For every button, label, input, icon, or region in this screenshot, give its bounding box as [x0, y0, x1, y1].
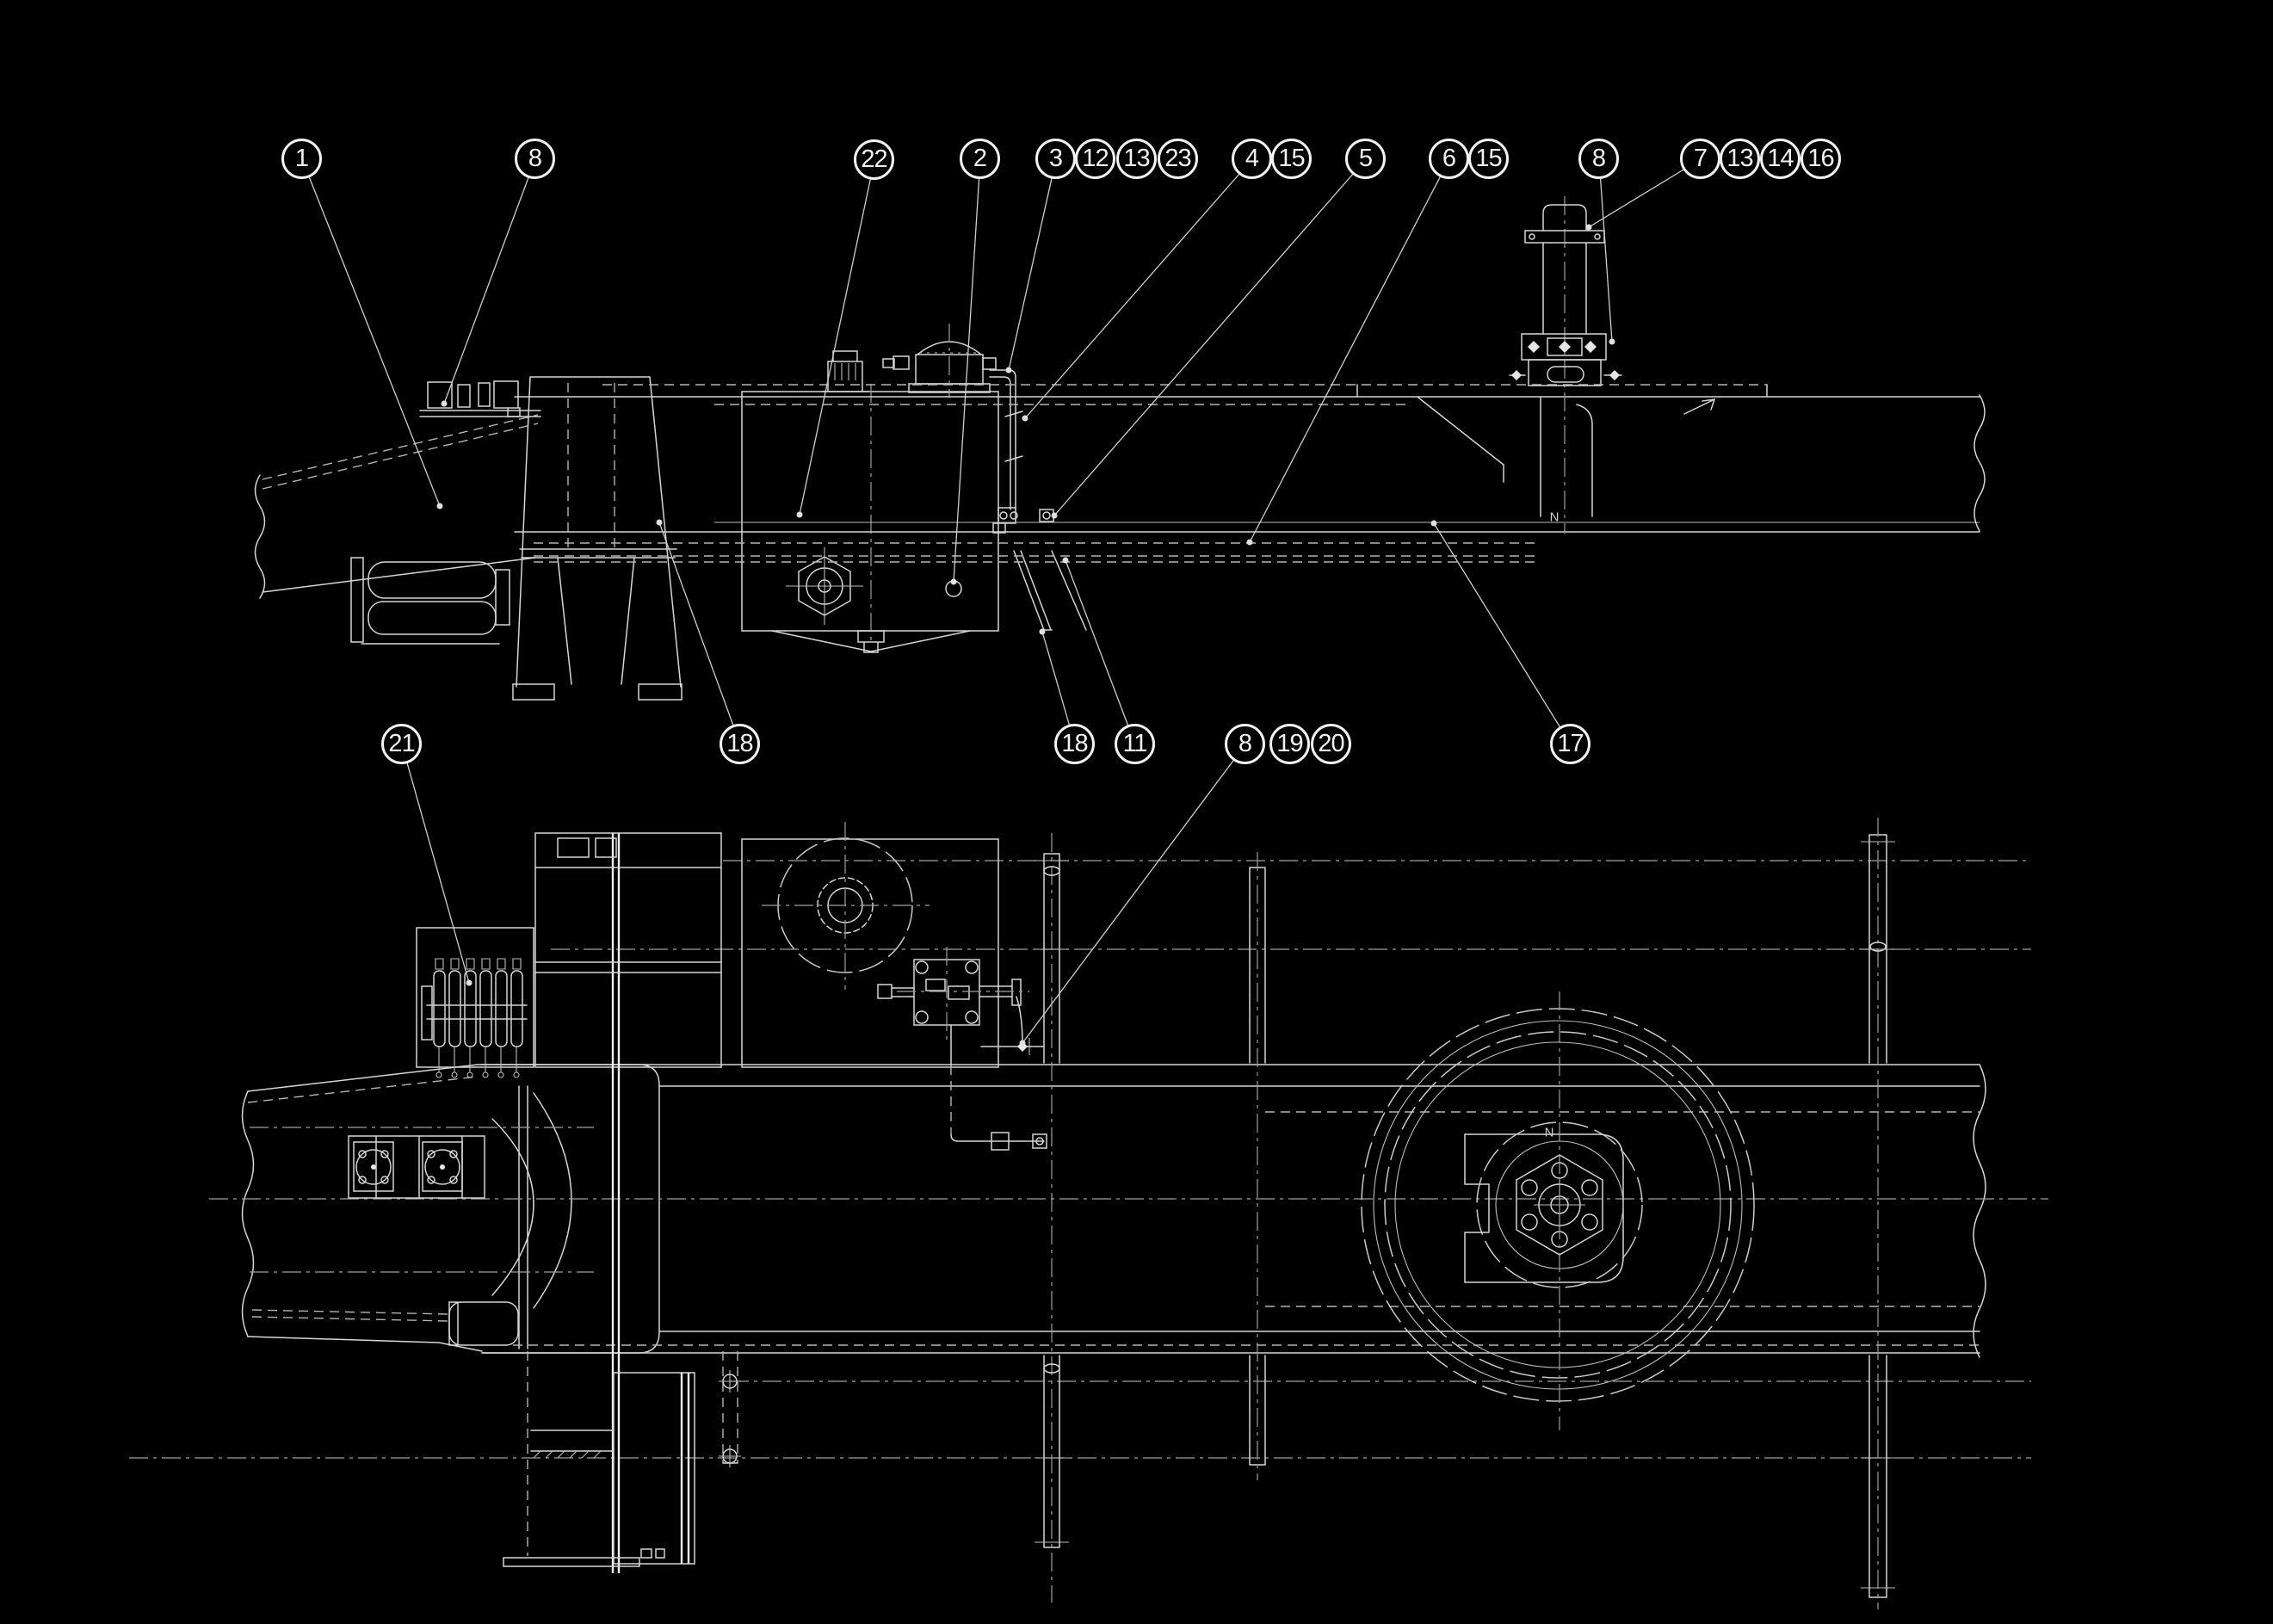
- web-stiffener: [1418, 397, 1504, 483]
- front-fittings: [427, 380, 521, 417]
- break-line-right-side: [1973, 394, 1986, 532]
- front-cylinder-assembly: [350, 557, 510, 645]
- frame-rails-side: [514, 384, 1986, 563]
- callout-4: 4: [1232, 139, 1272, 179]
- callout-20: 20: [1311, 724, 1351, 764]
- tank-breather: [821, 350, 870, 392]
- callout-8-front: 8: [515, 139, 555, 179]
- tank-drain: [771, 630, 971, 653]
- callout-13b: 13: [1720, 139, 1760, 179]
- gooseneck-jaw-plate: [448, 1064, 660, 1354]
- leader-18a: [658, 522, 741, 745]
- callout-7: 7: [1680, 139, 1720, 179]
- leader-5: [1053, 158, 1367, 516]
- callout-13a: 13: [1116, 139, 1157, 179]
- datum-label-n-plan: N: [1544, 1125, 1554, 1140]
- hydraulic-piping-plan: [950, 996, 1047, 1151]
- callout-21: 21: [381, 724, 422, 764]
- callout-22: 22: [854, 139, 894, 180]
- crossmember-stub-a: [1035, 833, 1069, 1602]
- leader-2: [953, 158, 981, 583]
- gooseneck-plan-edges: [247, 1064, 483, 1352]
- pump-unit-plan: [877, 947, 1029, 1040]
- callout-18b: 18: [1054, 724, 1095, 764]
- leader-22: [799, 159, 875, 516]
- gooseneck-hidden-edges: [262, 414, 539, 490]
- callout-1: 1: [281, 139, 322, 179]
- callout-8-rear: 8: [1578, 139, 1619, 179]
- callout-15a: 15: [1271, 139, 1312, 179]
- callout-5: 5: [1345, 139, 1386, 179]
- crossmember-stub-c: [1861, 818, 1895, 1609]
- callout-6: 6: [1429, 139, 1469, 179]
- rear-cylinder-assembly: [1509, 196, 1622, 534]
- break-line-left-plan: [241, 1090, 255, 1337]
- toolbox-plan-lower: [503, 1351, 741, 1567]
- leader-8-rear: [1598, 158, 1613, 343]
- callout-15b: 15: [1468, 139, 1509, 179]
- frame-rails-plan: [477, 1064, 1986, 1358]
- callout-2: 2: [960, 139, 1000, 179]
- leader-6: [1249, 158, 1450, 543]
- leader-21: [401, 744, 470, 984]
- hub-mounting-plate: [1464, 1133, 1624, 1283]
- side-view: [254, 196, 1986, 701]
- callout-17: 17: [1550, 724, 1590, 764]
- callout-8-plan: 8: [1225, 724, 1265, 764]
- leader-8-front: [443, 158, 536, 404]
- datum-label-n-side: N: [1549, 509, 1560, 525]
- hydraulic-tank-plan: [741, 822, 999, 1068]
- leader-8-plan: [1022, 744, 1246, 1044]
- rear-wheel-plan: [1361, 991, 1755, 1430]
- crossmember-stub-b: [1249, 852, 1266, 1480]
- leader-11: [1065, 559, 1136, 745]
- callout-18a: 18: [720, 724, 760, 764]
- hydraulic-tank-side: [741, 350, 999, 653]
- leader-4: [1024, 158, 1253, 419]
- callout-3: 3: [1035, 139, 1076, 179]
- leader-3: [1008, 158, 1057, 371]
- callout-14: 14: [1760, 139, 1800, 179]
- leader-1: [301, 158, 441, 507]
- callout-11: 11: [1115, 724, 1155, 764]
- gooseneck-outline: [262, 410, 541, 593]
- leader-lines: [301, 158, 1702, 1047]
- weld-mark: [1683, 398, 1716, 415]
- leader-7: [1588, 158, 1702, 228]
- callout-16: 16: [1800, 139, 1841, 179]
- front-support-leg: [512, 376, 683, 701]
- toolbox-plan-upper: [534, 832, 722, 1573]
- leader-17: [1433, 522, 1572, 745]
- plan-view: [129, 818, 2048, 1609]
- hydraulic-piping-side: [989, 369, 1087, 631]
- control-valve-bank: [416, 927, 534, 1078]
- coupling-flanges: [348, 1135, 485, 1199]
- callout-12: 12: [1075, 139, 1115, 179]
- break-line-right-plan: [1973, 1064, 1986, 1358]
- callout-23: 23: [1158, 139, 1198, 179]
- pump-unit-side: [882, 324, 997, 398]
- callout-19: 19: [1269, 724, 1310, 764]
- break-line-left-side: [254, 474, 266, 599]
